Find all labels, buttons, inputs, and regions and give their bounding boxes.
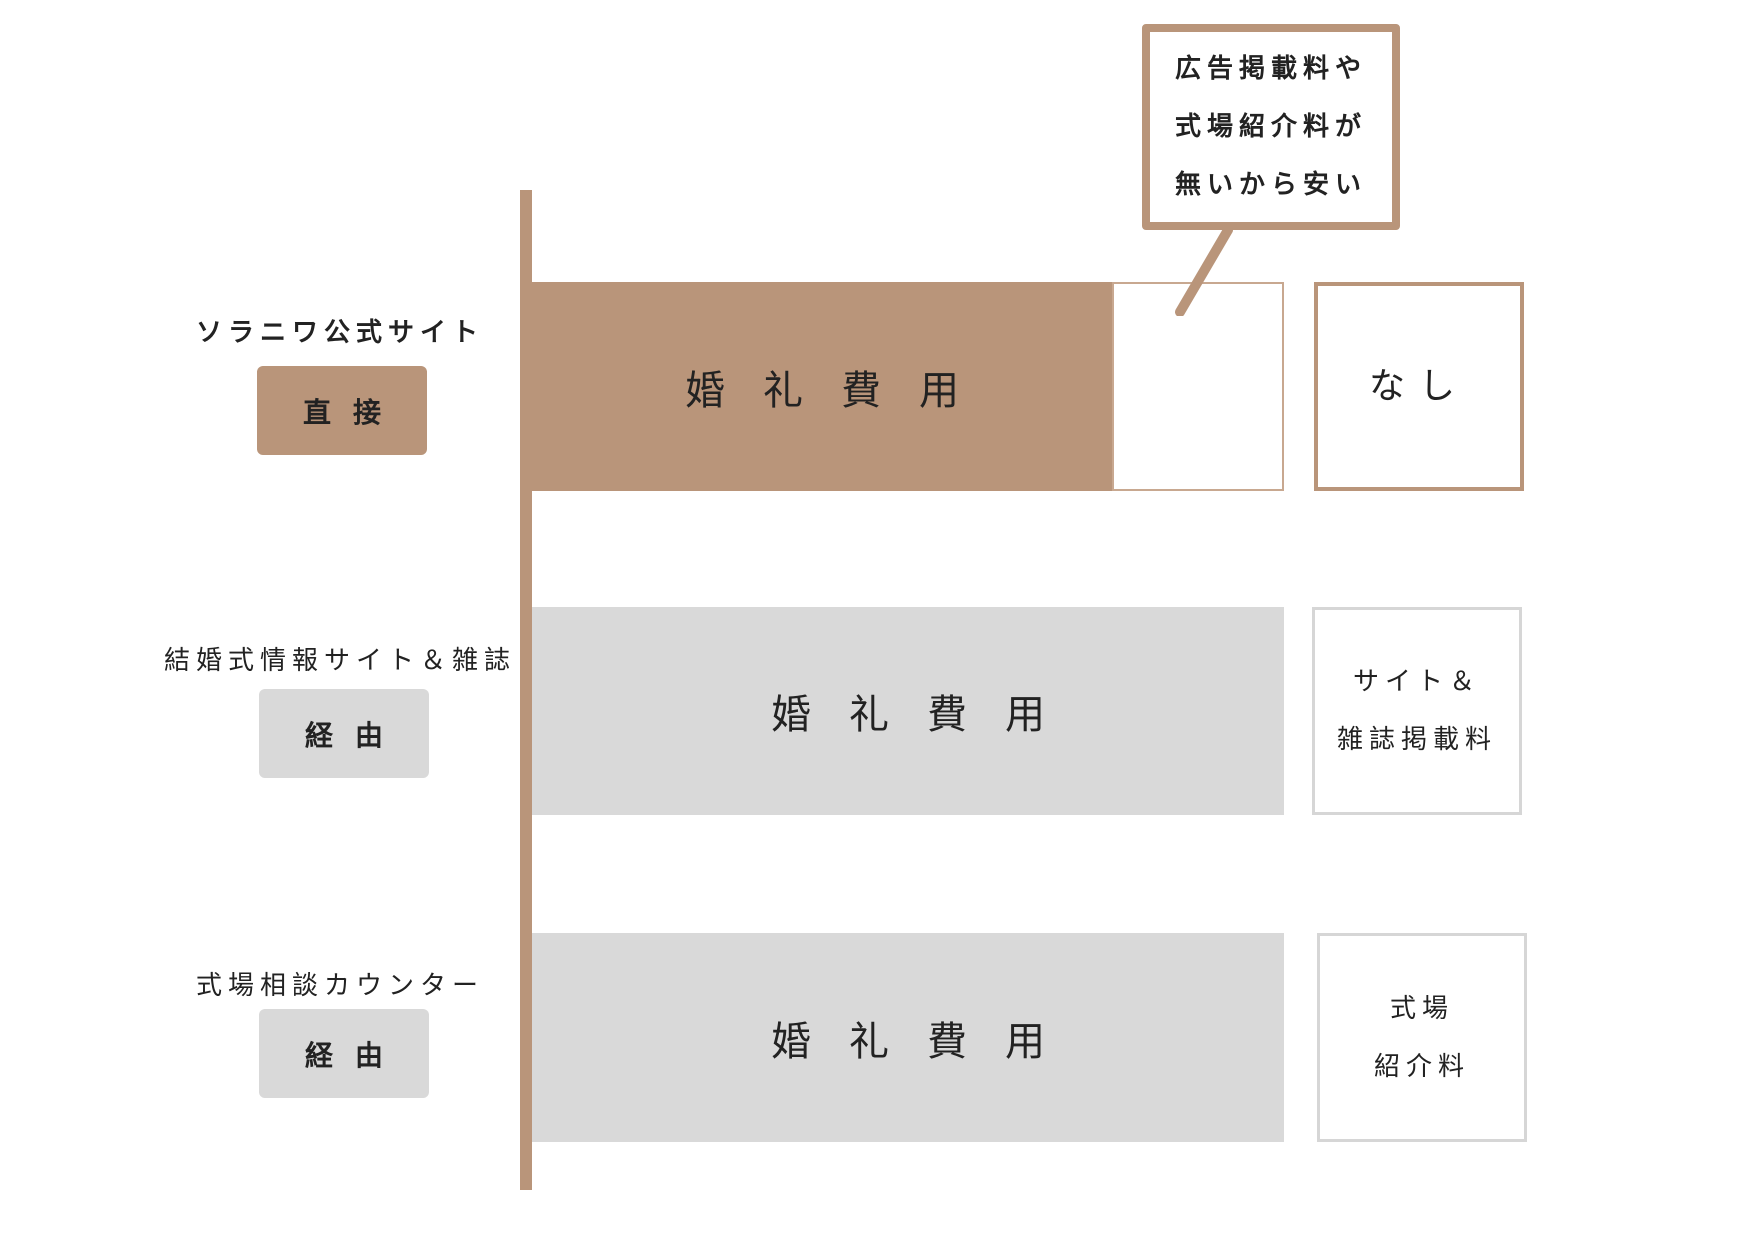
- callout-bubble: 広告掲載料や 式場紹介料が 無いから安い: [1142, 24, 1400, 230]
- fee-box-info-site: サイト＆ 雑誌掲載料: [1312, 607, 1522, 815]
- fee-text-line-1: サイト＆: [1352, 667, 1481, 697]
- callout-line-3: 無いから安い: [1174, 170, 1367, 200]
- vertical-axis-line: [520, 190, 532, 1190]
- cost-bar-counter: 婚礼費用: [532, 933, 1284, 1142]
- row-label-counter: 式場相談カウンター: [195, 971, 484, 1001]
- fee-text-line-2: 雑誌掲載料: [1336, 725, 1497, 755]
- badge-via-site: 経由: [259, 689, 429, 778]
- fee-box-counter: 式場 紹介料: [1317, 933, 1527, 1142]
- cost-bar-official: 婚礼費用: [532, 282, 1112, 491]
- saving-segment: [1112, 282, 1284, 491]
- row-label-info-site-magazine: 結婚式情報サイト＆雑誌: [163, 646, 516, 676]
- fee-text-line-2: 紹介料: [1373, 1051, 1470, 1082]
- fee-text: なし: [1368, 365, 1469, 407]
- callout-line-1: 広告掲載料や: [1174, 54, 1367, 84]
- callout-line-2: 式場紹介料が: [1174, 112, 1367, 142]
- fee-text-line-1: 式場: [1389, 993, 1454, 1024]
- badge-via-counter: 経由: [259, 1009, 429, 1098]
- row-label-official-site: ソラニワ公式サイト: [195, 318, 484, 348]
- callout-pointer: [1175, 226, 1233, 316]
- cost-bar-info-site: 婚礼費用: [532, 607, 1284, 815]
- badge-direct: 直接: [257, 366, 427, 455]
- fee-box-official: なし: [1314, 282, 1524, 491]
